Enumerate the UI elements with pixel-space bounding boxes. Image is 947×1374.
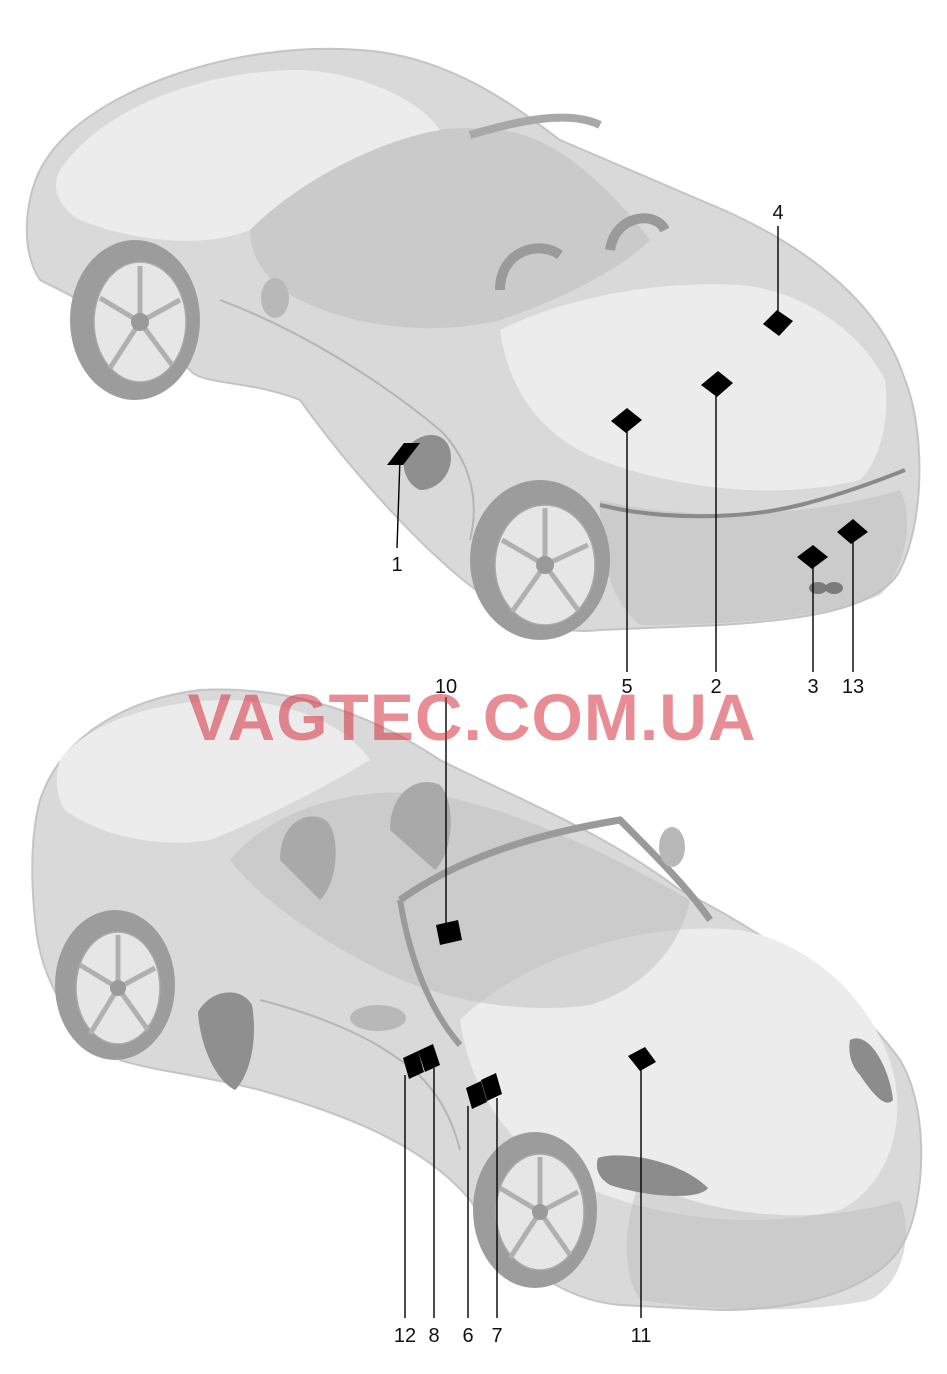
label-mark-1 — [387, 443, 420, 465]
callout-5: 5 — [621, 676, 632, 698]
rear-wheel-bottom — [55, 910, 175, 1060]
callout-13: 13 — [842, 676, 864, 698]
car-rear-view — [25, 47, 921, 640]
callout-2: 2 — [710, 676, 721, 698]
label-mark-12 — [403, 1051, 424, 1079]
callout-11: 11 — [631, 1325, 652, 1347]
callout-10: 10 — [435, 676, 457, 698]
label-mark-2 — [701, 371, 733, 397]
callout-7: 7 — [491, 1325, 502, 1347]
callout-1: 1 — [391, 554, 402, 576]
callout-numbers-top: 1 4 5 2 3 13 — [391, 202, 864, 698]
label-mark-7 — [481, 1073, 502, 1101]
front-wheel-top — [70, 240, 200, 400]
label-mark-10 — [436, 920, 462, 945]
callout-12: 12 — [394, 1325, 416, 1347]
watermark-text: VAGTEC.COM.UA — [187, 680, 756, 754]
label-marks-top — [387, 310, 868, 569]
label-marks-bottom — [403, 920, 656, 1109]
callout-3: 3 — [807, 676, 818, 698]
callout-8: 8 — [428, 1325, 439, 1347]
label-mark-4 — [763, 310, 793, 336]
label-mark-8 — [418, 1044, 440, 1072]
label-mark-11 — [628, 1047, 656, 1071]
callout-numbers-bottom: 10 12 8 6 7 11 — [394, 676, 652, 1347]
label-mark-3 — [797, 545, 828, 569]
label-mark-5 — [611, 408, 642, 433]
label-mark-13 — [837, 519, 868, 544]
callout-4: 4 — [772, 202, 783, 224]
rear-wheel-top — [470, 480, 610, 640]
front-wheel-bottom — [473, 1132, 597, 1288]
label-mark-6 — [466, 1081, 487, 1109]
callout-6: 6 — [462, 1325, 473, 1347]
car-front-view — [31, 688, 923, 1312]
leader-lines-top — [396, 226, 854, 672]
leader-lines-bottom — [404, 697, 642, 1318]
